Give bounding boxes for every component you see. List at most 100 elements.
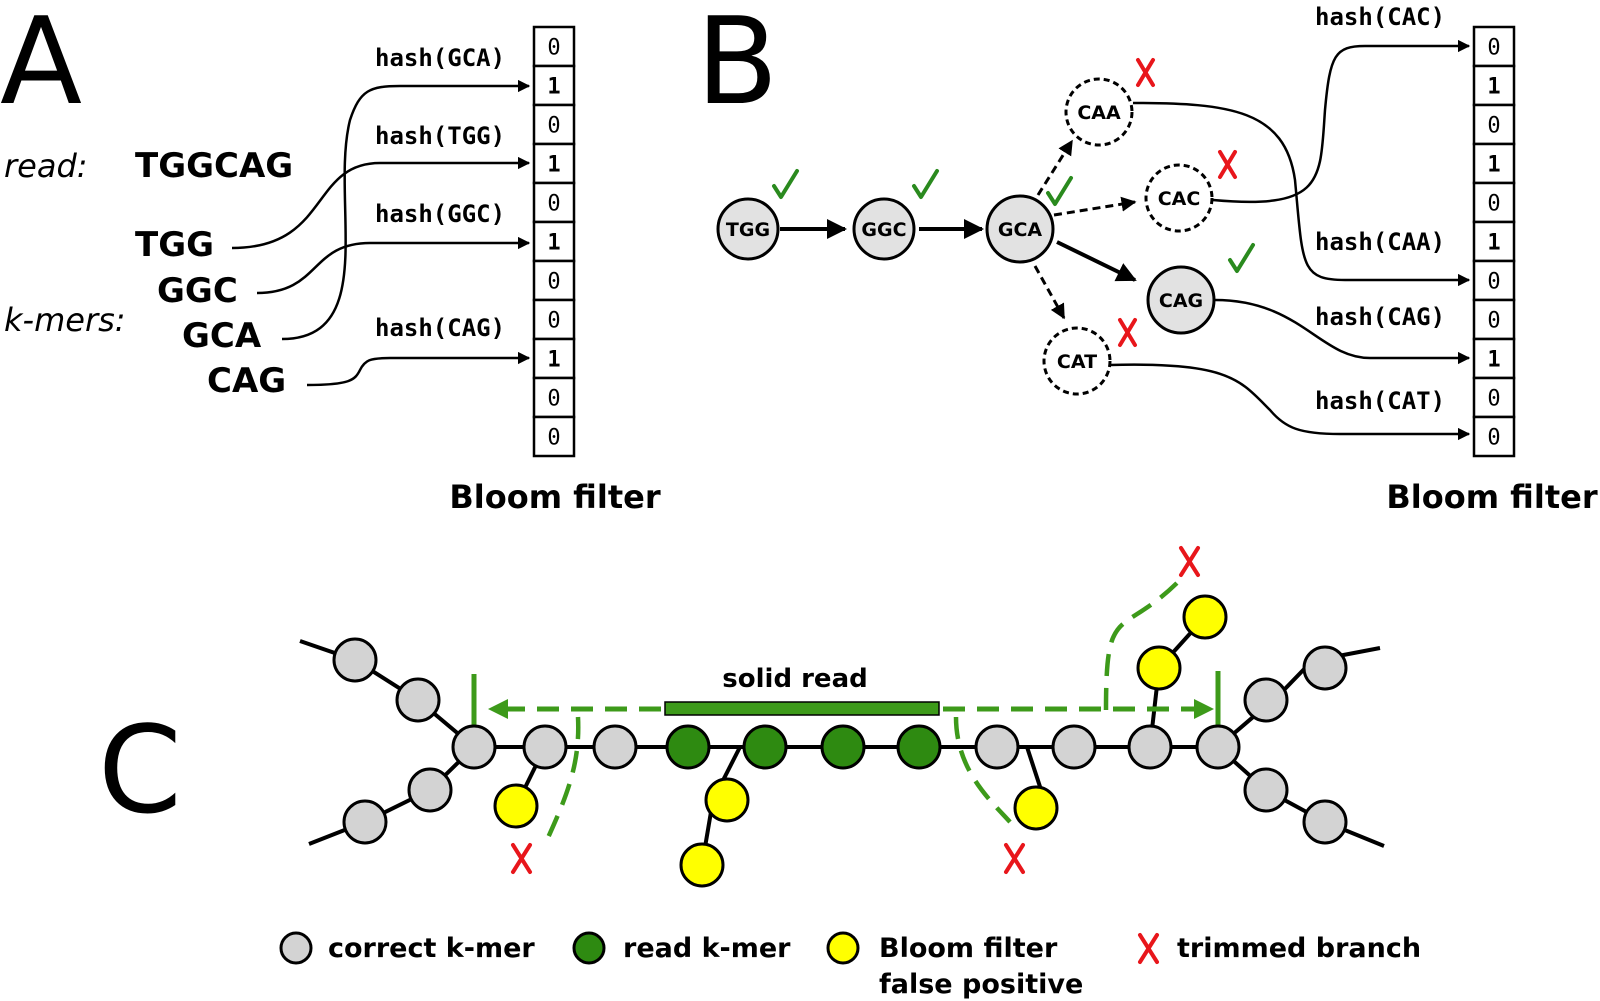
kmer-node-correct bbox=[451, 724, 497, 770]
arrow-cac bbox=[1212, 39, 1471, 204]
kmer-node-correct bbox=[395, 677, 441, 723]
check-icon-tgg bbox=[772, 169, 799, 199]
kmer-node-correct bbox=[1243, 767, 1289, 813]
kmer-node-read bbox=[665, 724, 711, 770]
hash-label-ggc: hash(GGC) bbox=[375, 200, 505, 228]
kmer-node-read bbox=[896, 724, 942, 770]
kmer-node-false-positive bbox=[1013, 785, 1059, 831]
node-cag-label: CAG bbox=[1159, 290, 1203, 312]
legend-label-read: read k-mer bbox=[623, 933, 791, 964]
trim-path-left bbox=[543, 716, 581, 843]
node-gca: GCA bbox=[985, 194, 1055, 264]
arrow-gca bbox=[281, 79, 531, 341]
panel-b: B TGG GGC GCA CAA CAC bbox=[696, 0, 1598, 516]
cross-icon-trim-mid bbox=[1004, 843, 1025, 874]
node-cac-label: CAC bbox=[1158, 188, 1201, 210]
arrow-caa bbox=[1132, 101, 1471, 287]
legend-label-trimmed: trimmed branch bbox=[1177, 933, 1421, 964]
bloom-b-bit: 1 bbox=[1487, 348, 1500, 373]
graph-nodes bbox=[332, 594, 1348, 888]
kmer-cag: CAG bbox=[207, 361, 286, 401]
trim-path-right bbox=[1103, 578, 1182, 711]
bloom-a-cell bbox=[532, 142, 576, 185]
node-cac: CAC bbox=[1144, 163, 1214, 233]
node-ggc-circle bbox=[852, 197, 916, 261]
legend: correct k-mer read k-mer Bloom filter fa… bbox=[279, 931, 1421, 1000]
bloom-b-bit: 0 bbox=[1487, 270, 1500, 295]
hash-label-cag-b: hash(CAG) bbox=[1315, 303, 1445, 331]
solid-read-bar bbox=[664, 701, 940, 716]
kmer-node-correct bbox=[1243, 677, 1289, 723]
bloom-title-a: Bloom filter bbox=[449, 478, 661, 516]
kmer-node-correct bbox=[1195, 724, 1241, 770]
kmer-tgg: TGG bbox=[135, 225, 214, 265]
node-cat: CAT bbox=[1042, 326, 1112, 396]
panel-b-letter: B bbox=[696, 0, 778, 132]
bloom-a-bit: 1 bbox=[547, 75, 560, 100]
arrow-tgg bbox=[231, 156, 531, 250]
bloom-b-cell bbox=[1472, 25, 1516, 68]
kmer-node-read bbox=[820, 724, 866, 770]
cross-icon-caa bbox=[1136, 58, 1155, 87]
kmer-node-false-positive bbox=[679, 842, 725, 888]
legend-label-correct: correct k-mer bbox=[328, 933, 535, 964]
check-icon-ggc bbox=[912, 169, 939, 199]
legend-cross-icon bbox=[1138, 933, 1159, 964]
kmer-node-correct bbox=[1302, 799, 1348, 845]
bloom-a-cell bbox=[532, 415, 576, 458]
legend-swatch-false-positive bbox=[826, 931, 860, 965]
hash-label-tgg: hash(TGG) bbox=[375, 122, 505, 150]
kmer-node-correct bbox=[522, 724, 568, 770]
panel-c-letter: C bbox=[98, 702, 182, 841]
bloom-b-bit: 0 bbox=[1487, 309, 1500, 334]
node-tgg: TGG bbox=[716, 197, 780, 261]
bloom-b-bit: 0 bbox=[1487, 387, 1500, 412]
check-icon-gca bbox=[1046, 176, 1073, 206]
legend-swatch-read bbox=[572, 931, 606, 965]
bloom-b-bit: 1 bbox=[1487, 231, 1500, 256]
bloom-a-bit: 0 bbox=[547, 270, 560, 295]
kmer-node-correct bbox=[1302, 645, 1348, 691]
cross-icon-cac bbox=[1218, 150, 1237, 179]
bloom-a-bit: 1 bbox=[547, 231, 560, 256]
trim-paths bbox=[543, 578, 1182, 843]
kmer-node-correct bbox=[342, 799, 388, 845]
bloom-a-bit: 1 bbox=[547, 348, 560, 373]
bloom-b-bit: 0 bbox=[1487, 192, 1500, 217]
kmer-node-false-positive bbox=[704, 777, 750, 823]
bloom-b-cell bbox=[1472, 181, 1516, 224]
bloom-a-bit: 0 bbox=[547, 309, 560, 334]
bloom-a-cell bbox=[532, 181, 576, 224]
node-gca-label: GCA bbox=[998, 219, 1043, 241]
bloom-a-bit: 0 bbox=[547, 192, 560, 217]
bloom-a-bit: 1 bbox=[547, 153, 560, 178]
kmer-ggc: GGC bbox=[157, 271, 238, 311]
arrow-cag bbox=[306, 351, 531, 387]
edge-gca-cac bbox=[1053, 196, 1137, 217]
node-caa-circle bbox=[1064, 77, 1134, 147]
bloom-a-bit: 0 bbox=[547, 387, 560, 412]
hash-label-cac: hash(CAC) bbox=[1315, 3, 1445, 31]
panel-a: A read: TGGCAG k-mers: TGG GGC GCA CAG h… bbox=[0, 0, 661, 516]
bloom-b-cell bbox=[1472, 142, 1516, 185]
arrow-cat bbox=[1109, 363, 1471, 441]
bloom-a-bit: 0 bbox=[547, 114, 560, 139]
kmers-label: k-mers: bbox=[4, 301, 126, 339]
bloom-b-bit: 0 bbox=[1487, 426, 1500, 451]
bloom-b-cell bbox=[1472, 376, 1516, 419]
node-cac-circle bbox=[1144, 163, 1214, 233]
node-caa-label: CAA bbox=[1077, 102, 1121, 124]
cross-icon-cat bbox=[1118, 318, 1137, 347]
hash-label-caa: hash(CAA) bbox=[1315, 228, 1445, 256]
bloom-b-bit: 0 bbox=[1487, 36, 1500, 61]
hash-label-gca: hash(GCA) bbox=[375, 44, 505, 72]
kmer-node-correct bbox=[974, 724, 1020, 770]
check-icon-cag bbox=[1228, 243, 1255, 273]
bloom-a-bit: 0 bbox=[547, 426, 560, 451]
trim-path-mid bbox=[953, 716, 1012, 824]
hash-label-cat: hash(CAT) bbox=[1315, 387, 1445, 415]
cross-icon-trim-left bbox=[511, 843, 532, 874]
cross-icon-trim-right bbox=[1179, 546, 1200, 577]
